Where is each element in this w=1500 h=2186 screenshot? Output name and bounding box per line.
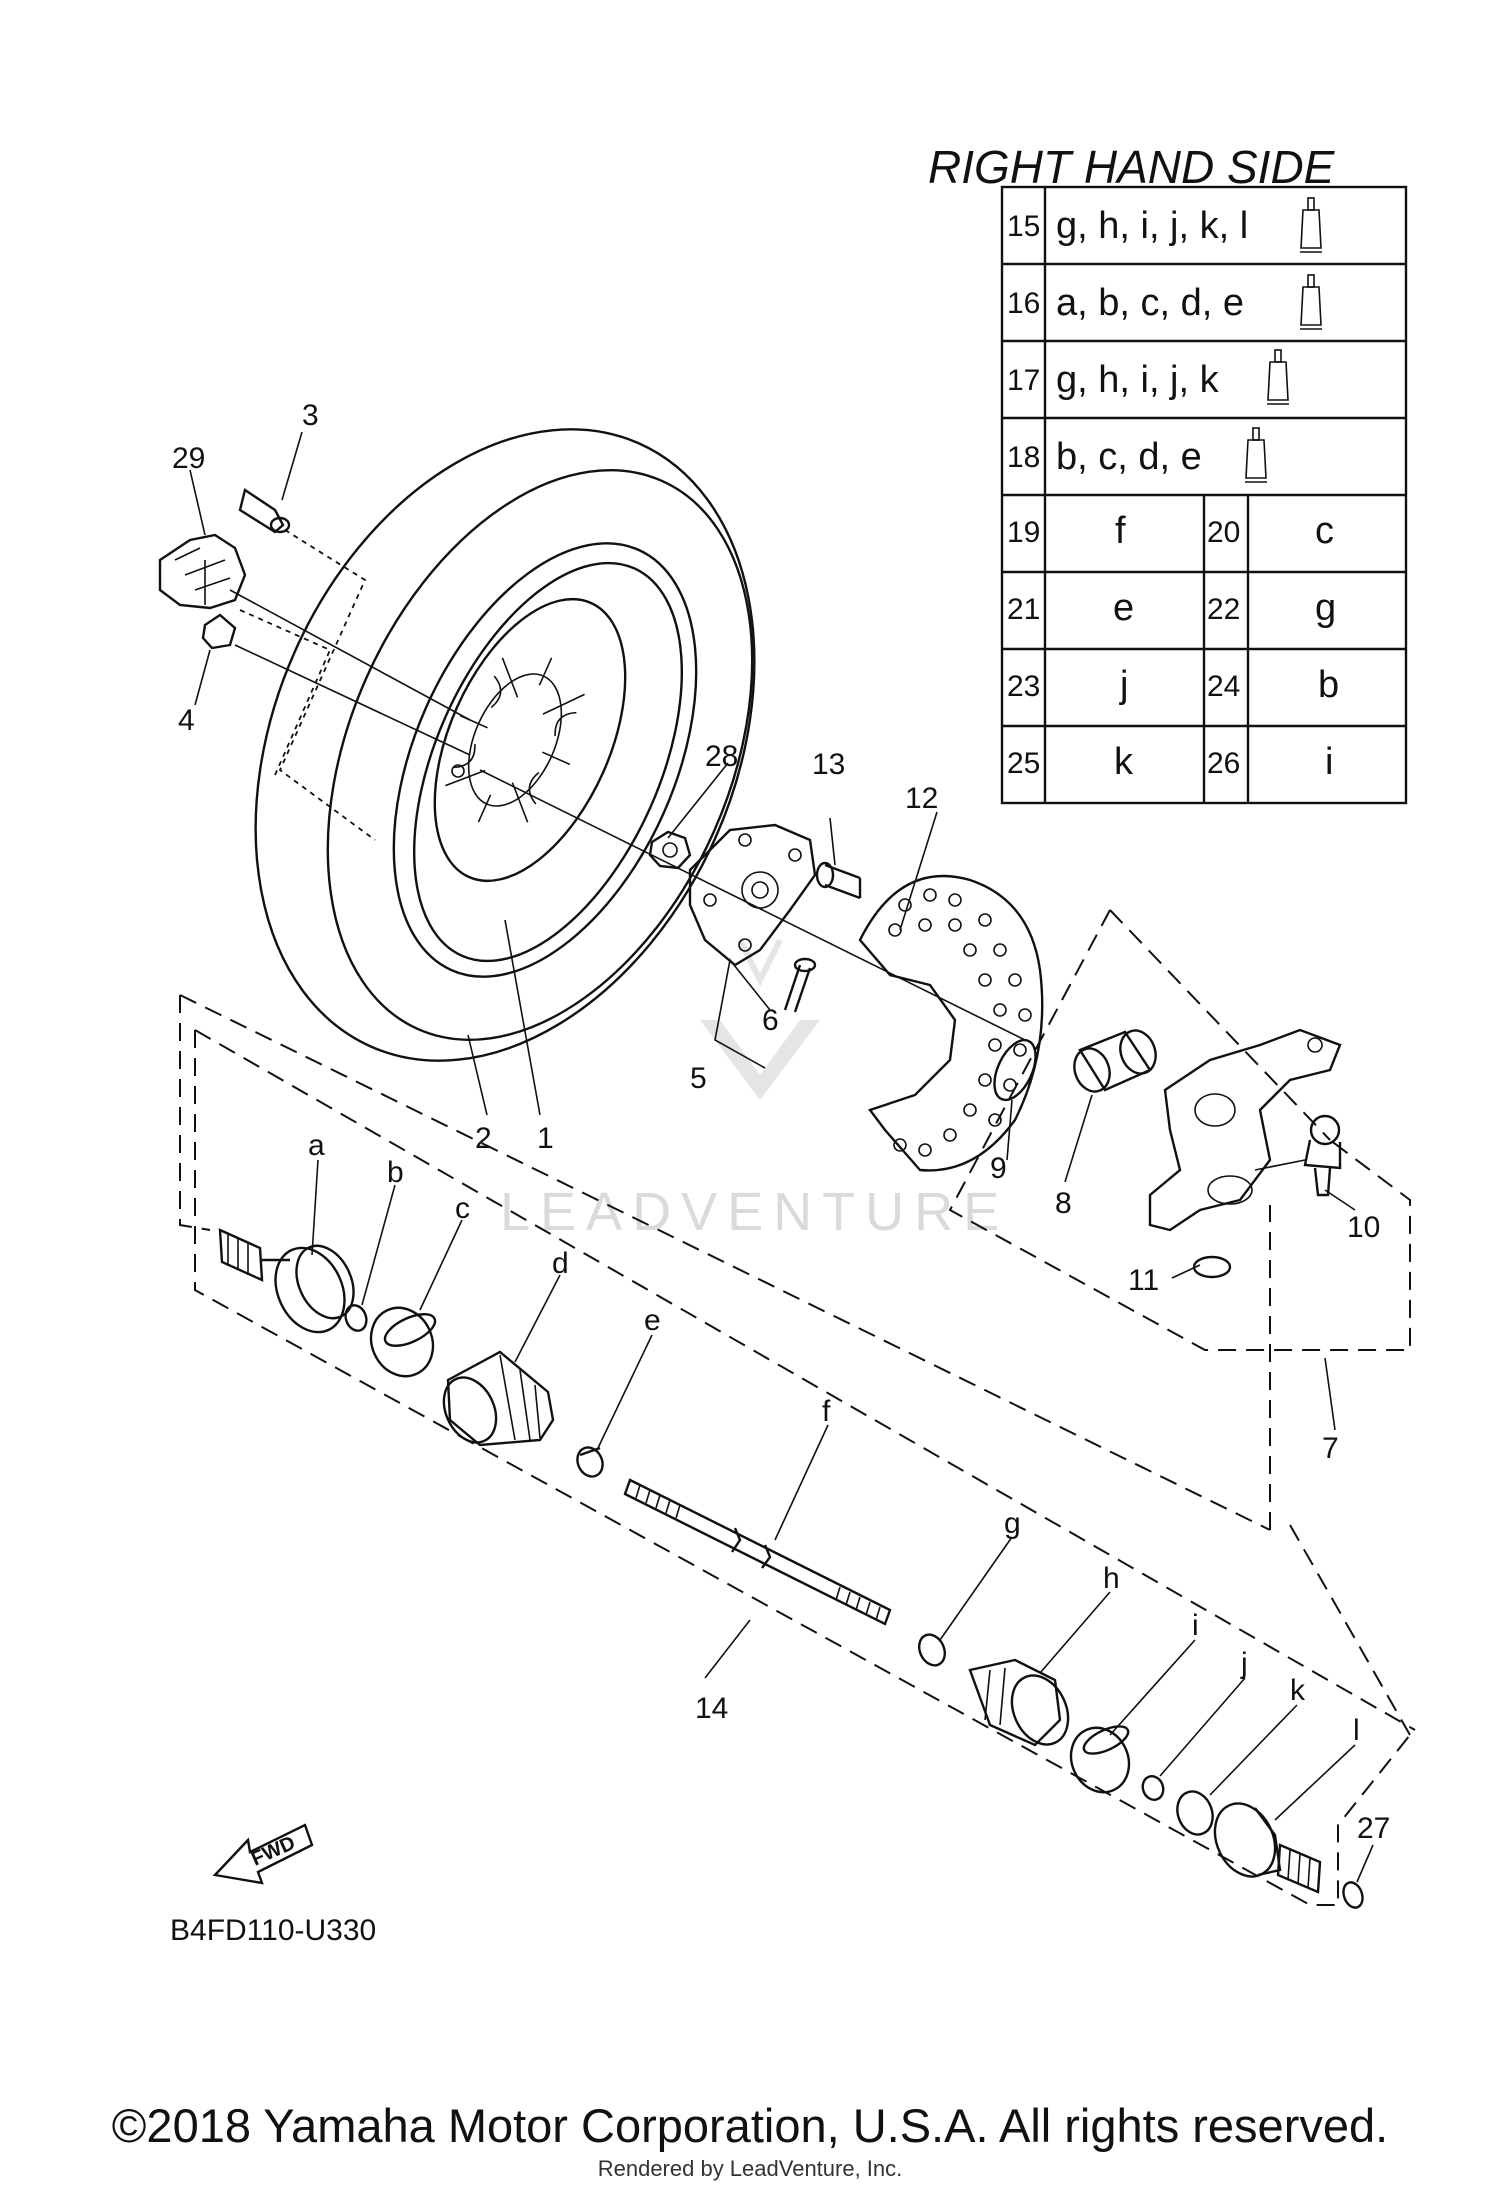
circlip-j-part bbox=[1141, 1775, 1165, 1801]
table-row-num: 15 bbox=[1007, 210, 1040, 243]
callout-a: a bbox=[308, 1129, 325, 1162]
boot-band-i-part bbox=[1069, 1725, 1131, 1794]
callout-b: b bbox=[387, 1156, 404, 1189]
tire-wheel-illustration bbox=[254, 428, 756, 1062]
brake-disc-part bbox=[858, 874, 1044, 1172]
table-pair-value: f bbox=[1115, 510, 1126, 552]
table-pair-value: k bbox=[1114, 741, 1134, 783]
callout-29: 29 bbox=[172, 442, 205, 475]
ball-joint-part bbox=[1303, 1114, 1342, 1197]
callout-27: 27 bbox=[1357, 1812, 1390, 1845]
callout-13: 13 bbox=[812, 748, 845, 781]
table-pair-num: 24 bbox=[1207, 670, 1240, 703]
wheel-hub-part bbox=[688, 823, 817, 967]
callout-11: 11 bbox=[1128, 1264, 1159, 1297]
callout-f: f bbox=[822, 1395, 831, 1428]
axle-nut-part bbox=[648, 830, 692, 870]
callout-d: d bbox=[552, 1247, 569, 1280]
callout-4: 4 bbox=[178, 704, 195, 737]
table-pair-value: e bbox=[1113, 587, 1134, 629]
callout-8: 8 bbox=[1055, 1187, 1072, 1220]
callout-28: 28 bbox=[705, 740, 738, 773]
callout-7: 7 bbox=[1322, 1432, 1339, 1465]
table-pair-num: 19 bbox=[1007, 516, 1040, 549]
callout-h: h bbox=[1103, 1562, 1120, 1595]
table-row-text: b, c, d, e bbox=[1056, 436, 1202, 478]
table-row-text: a, b, c, d, e bbox=[1056, 282, 1244, 324]
knuckle-group-outline bbox=[948, 909, 1411, 1351]
callout-5: 5 bbox=[690, 1062, 707, 1095]
ring-k-part bbox=[1176, 1790, 1214, 1836]
callout-labels: 3 29 4 2 1 28 13 12 6 5 9 8 10 11 7 14 2… bbox=[172, 399, 1390, 1845]
table-pair-num: 21 bbox=[1007, 593, 1040, 626]
nut-part-4 bbox=[201, 613, 237, 650]
table-pair-num: 20 bbox=[1207, 516, 1240, 549]
cv-boot-h-part bbox=[968, 1658, 1070, 1747]
callout-9: 9 bbox=[990, 1152, 1007, 1185]
table-row-num: 16 bbox=[1007, 287, 1040, 320]
leader-lines bbox=[189, 431, 1374, 1883]
table-row-num: 18 bbox=[1007, 441, 1040, 474]
table-pair-num: 25 bbox=[1007, 747, 1040, 780]
table-pair-num: 22 bbox=[1207, 593, 1240, 626]
table-row-text: g, h, i, j, k, l bbox=[1056, 205, 1248, 247]
stud-part-6 bbox=[783, 957, 817, 1013]
outer-cv-joint-part bbox=[218, 1228, 355, 1334]
inner-cv-joint-part bbox=[1213, 1802, 1322, 1894]
boot-band-g-part bbox=[917, 1633, 947, 1667]
cv-boot-d-part bbox=[442, 1350, 555, 1447]
grease-tube-icon bbox=[1267, 349, 1289, 405]
forward-arrow-icon: FWD bbox=[212, 1823, 314, 1885]
table-pair-value: b bbox=[1318, 664, 1339, 706]
callout-c: c bbox=[455, 1192, 470, 1225]
copyright-notice: ©2018 Yamaha Motor Corporation, U.S.A. A… bbox=[111, 2099, 1389, 2152]
circlip-part bbox=[993, 1038, 1037, 1102]
callout-12: 12 bbox=[905, 782, 938, 815]
spec-table: RIGHT HAND SIDE 15 g, h, i, j, k, l 16 a… bbox=[928, 141, 1408, 805]
callout-j: j bbox=[1240, 1647, 1248, 1680]
callout-2: 2 bbox=[475, 1122, 492, 1155]
callout-i: i bbox=[1192, 1609, 1199, 1642]
grease-tube-icon bbox=[1300, 274, 1322, 330]
table-row-text: g, h, i, j, k bbox=[1056, 359, 1220, 401]
table-pair-value: g bbox=[1315, 587, 1336, 629]
bolt-part-13 bbox=[815, 861, 862, 900]
callout-l: l bbox=[1353, 1714, 1360, 1747]
callout-k: k bbox=[1290, 1674, 1306, 1707]
boot-band-c-part bbox=[369, 1306, 437, 1378]
watermark-text: LEADVENTURE bbox=[500, 1182, 1009, 1242]
grease-tube-icon bbox=[1245, 427, 1267, 483]
table-pair-num: 26 bbox=[1207, 747, 1240, 780]
callout-e: e bbox=[644, 1304, 661, 1337]
driveshaft-group-outline bbox=[179, 995, 211, 1231]
table-pair-value: j bbox=[1119, 664, 1128, 706]
grease-tube-icon bbox=[1300, 197, 1322, 253]
callout-1: 1 bbox=[537, 1122, 554, 1155]
diagram-code: B4FD110-U330 bbox=[170, 1914, 376, 1947]
tpms-sensor-part bbox=[158, 533, 247, 610]
table-pair-value: i bbox=[1325, 741, 1333, 783]
boot-band-e-part bbox=[576, 1446, 604, 1478]
steering-knuckle-part bbox=[1148, 1028, 1342, 1232]
circlip-27-part bbox=[1342, 1881, 1364, 1909]
valve-stem-part bbox=[238, 488, 291, 534]
callout-3: 3 bbox=[302, 399, 319, 432]
table-pair-num: 23 bbox=[1007, 670, 1040, 703]
circlip-b-part bbox=[344, 1304, 368, 1332]
table-row-num: 17 bbox=[1007, 364, 1040, 397]
callout-14: 14 bbox=[695, 1692, 728, 1725]
leadventure-watermark: LEADVENTURE bbox=[500, 938, 1009, 1242]
callout-6: 6 bbox=[762, 1004, 779, 1037]
callout-10: 10 bbox=[1347, 1211, 1380, 1244]
bearing-part bbox=[1073, 1029, 1157, 1093]
snap-ring-part bbox=[1192, 1255, 1232, 1279]
axle-shaft-f-part bbox=[623, 1478, 892, 1626]
callout-g: g bbox=[1004, 1507, 1021, 1540]
rendered-by-credit: Rendered by LeadVenture, Inc. bbox=[597, 2156, 903, 2181]
table-pair-value: c bbox=[1315, 510, 1334, 552]
table-heading: RIGHT HAND SIDE bbox=[928, 141, 1336, 193]
